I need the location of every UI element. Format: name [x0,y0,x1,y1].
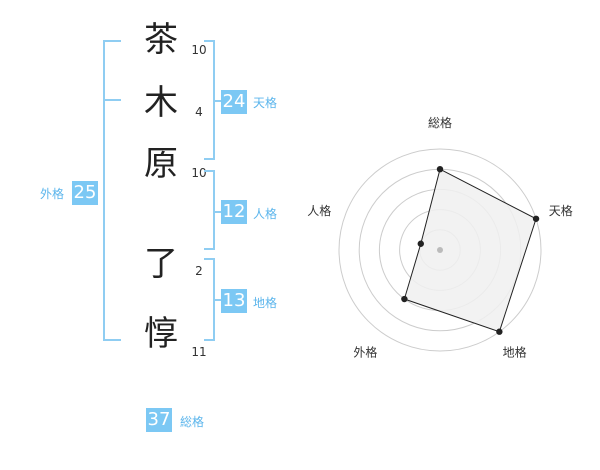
jinkaku-bracket [204,170,215,250]
character-1: 茶 [144,20,178,60]
radar-point-5 [417,240,424,247]
stroke-count-3: 10 [191,166,207,180]
radar-point-3 [496,328,503,335]
gaikaku-value: 25 [72,181,98,205]
chikaku-value: 13 [221,289,247,313]
jinkaku-bracket-tick [213,211,221,213]
radar-point-4 [401,295,408,303]
radar-point-1 [436,166,444,173]
tenkaku-bracket-tick [213,100,221,102]
stroke-count-1: 10 [191,43,207,57]
radar-axis-label-4: 外格 [353,345,377,360]
radar-axis-label-2: 天格 [549,203,573,218]
character-4: 了 [144,244,178,284]
radar-grid-ring [338,148,542,352]
character-5: 惇 [144,314,178,354]
stroke-count-5: 11 [191,345,207,359]
gaikaku-label: 外格 [40,187,65,201]
radar-axis-label-1: 総格 [428,115,452,130]
tenkaku-label: 天格 [253,96,278,110]
character-2: 木 [144,83,178,123]
stroke-count-2: 4 [195,105,203,119]
jinkaku-label: 人格 [253,207,278,221]
stroke-count-4: 2 [195,264,203,278]
tenkaku-value: 24 [221,90,247,114]
soukaku-label: 総格 [180,415,205,429]
radar-point-2 [532,215,540,222]
radar-axis-label-5: 人格 [307,203,331,218]
chikaku-bracket-tick [213,299,221,301]
radar-series-area [403,168,537,333]
radar-axis-label-3: 地格 [503,345,527,360]
character-3: 原 [144,144,178,184]
jinkaku-value: 12 [221,200,247,224]
gaikaku-bracket [103,40,121,341]
chikaku-label: 地格 [253,296,278,310]
radar-center-point [437,247,443,253]
soukaku-value: 37 [146,408,172,432]
gaikaku-bracket-tick [103,99,121,101]
